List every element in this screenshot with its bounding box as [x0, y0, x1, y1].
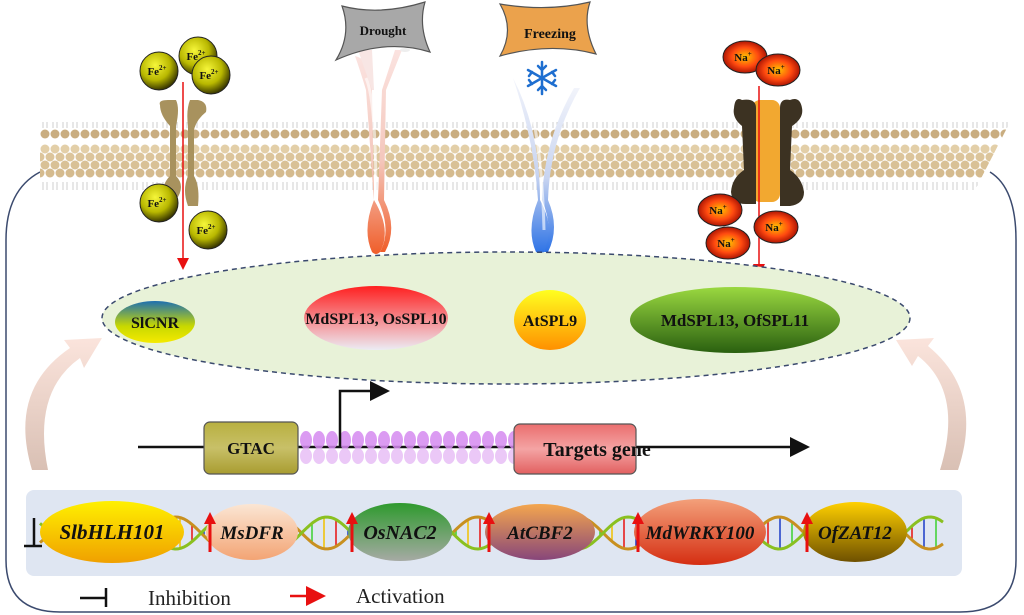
- cell-membrane: [40, 122, 1010, 190]
- downstream-genes: SlbHLH101 MsDFR OsNAC2 AtCBF2 MdWRKY100 OfZAT…: [24, 499, 907, 565]
- target-gene-box: [513, 423, 637, 475]
- downstream-gene: OsNAC2: [346, 503, 452, 561]
- freezing-stress-shape: Freezing: [498, 1, 598, 57]
- svg-text:Na+: Na+: [767, 63, 784, 77]
- feedback-arrow-left: [25, 338, 103, 470]
- spl-proteins: SlCNR MdSPL13, OsSPL10 AtSPL9 MdSPL13, OfSP…: [115, 286, 840, 353]
- sodium-ion: Na+: [697, 193, 743, 227]
- transcription-start-arrow: [338, 381, 390, 447]
- cis-element-repeats: [300, 431, 520, 464]
- legend-inhibition-label: Inhibition: [148, 586, 231, 610]
- svg-text:Na+: Na+: [765, 220, 782, 234]
- sodium-ion: Na+: [722, 40, 768, 74]
- downstream-gene-label: OfZAT12: [818, 523, 892, 544]
- iron-ion: Fe2+: [139, 51, 179, 91]
- activation-arrow-icon: [801, 512, 813, 552]
- inhibition-icon: [24, 518, 42, 548]
- gene-construct: GTAC Targets gene: [138, 381, 810, 475]
- downstream-gene: MdWRKY100: [632, 499, 766, 565]
- activation-arrow-icon: [632, 512, 644, 552]
- spl-protein-label: SlCNR: [131, 315, 179, 332]
- drought-receptor: [355, 50, 402, 254]
- activation-arrow-icon: [483, 512, 495, 552]
- spl-protein: MdSPL13, OfSPL11: [630, 287, 840, 353]
- downstream-gene: AtCBF2: [483, 504, 595, 560]
- legend-activation: Activation: [290, 584, 445, 608]
- downstream-gene-label: AtCBF2: [506, 523, 573, 544]
- spl-protein: SlCNR: [115, 301, 195, 343]
- iron-ion: Fe2+: [191, 55, 231, 95]
- iron-ion: Fe2+: [188, 210, 228, 250]
- sodium-ions: Na+ Na+ Na+ Na+ Na+: [697, 40, 801, 260]
- sodium-ion: Na+: [755, 53, 801, 87]
- freezing-label: Freezing: [524, 27, 576, 42]
- downstream-gene-label: SlbHLH101: [59, 520, 164, 544]
- gtac-motif-label: GTAC: [227, 439, 275, 458]
- downstream-gene: MsDFR: [204, 504, 298, 560]
- sodium-ion: Na+: [753, 210, 799, 244]
- activation-arrow-icon: [204, 512, 216, 552]
- drought-label: Drought: [360, 23, 407, 38]
- snowflake-icon: [526, 60, 558, 96]
- downstream-gene-label: MsDFR: [219, 523, 283, 544]
- svg-text:Na+: Na+: [734, 50, 751, 64]
- iron-transporter: [159, 100, 207, 206]
- spl-protein: AtSPL9: [514, 290, 586, 350]
- svg-text:Na+: Na+: [717, 236, 734, 250]
- target-gene-label: Targets gene: [543, 439, 651, 461]
- spl-protein: MdSPL13, OsSPL10: [304, 286, 448, 350]
- downstream-gene-label: MdWRKY100: [645, 523, 755, 544]
- spl-protein-label: MdSPL13, OsSPL10: [305, 311, 446, 328]
- iron-ions: Fe2+Fe2+Fe2+Fe2+Fe2+: [139, 36, 231, 250]
- drought-stress-shape: Drought: [334, 1, 432, 62]
- downstream-gene: OfZAT12: [801, 502, 907, 562]
- gtac-motif-box: [203, 421, 299, 475]
- iron-ion: Fe2+: [139, 183, 179, 223]
- legend-inhibition: Inhibition: [80, 586, 231, 610]
- feedback-arrow-right: [896, 338, 967, 470]
- activation-arrow-icon: [346, 512, 358, 552]
- spl-protein-label: MdSPL13, OfSPL11: [661, 311, 809, 330]
- legend: Inhibition Activation: [80, 584, 445, 610]
- svg-text:Na+: Na+: [709, 203, 726, 217]
- downstream-gene-label: OsNAC2: [363, 522, 436, 544]
- sodium-ion: Na+: [705, 226, 751, 260]
- downstream-gene: SlbHLH101: [24, 501, 184, 563]
- cell-boundary: [5, 171, 1017, 613]
- legend-activation-label: Activation: [356, 584, 445, 608]
- freezing-receptor: [513, 78, 580, 254]
- spl-protein-label: AtSPL9: [523, 313, 577, 330]
